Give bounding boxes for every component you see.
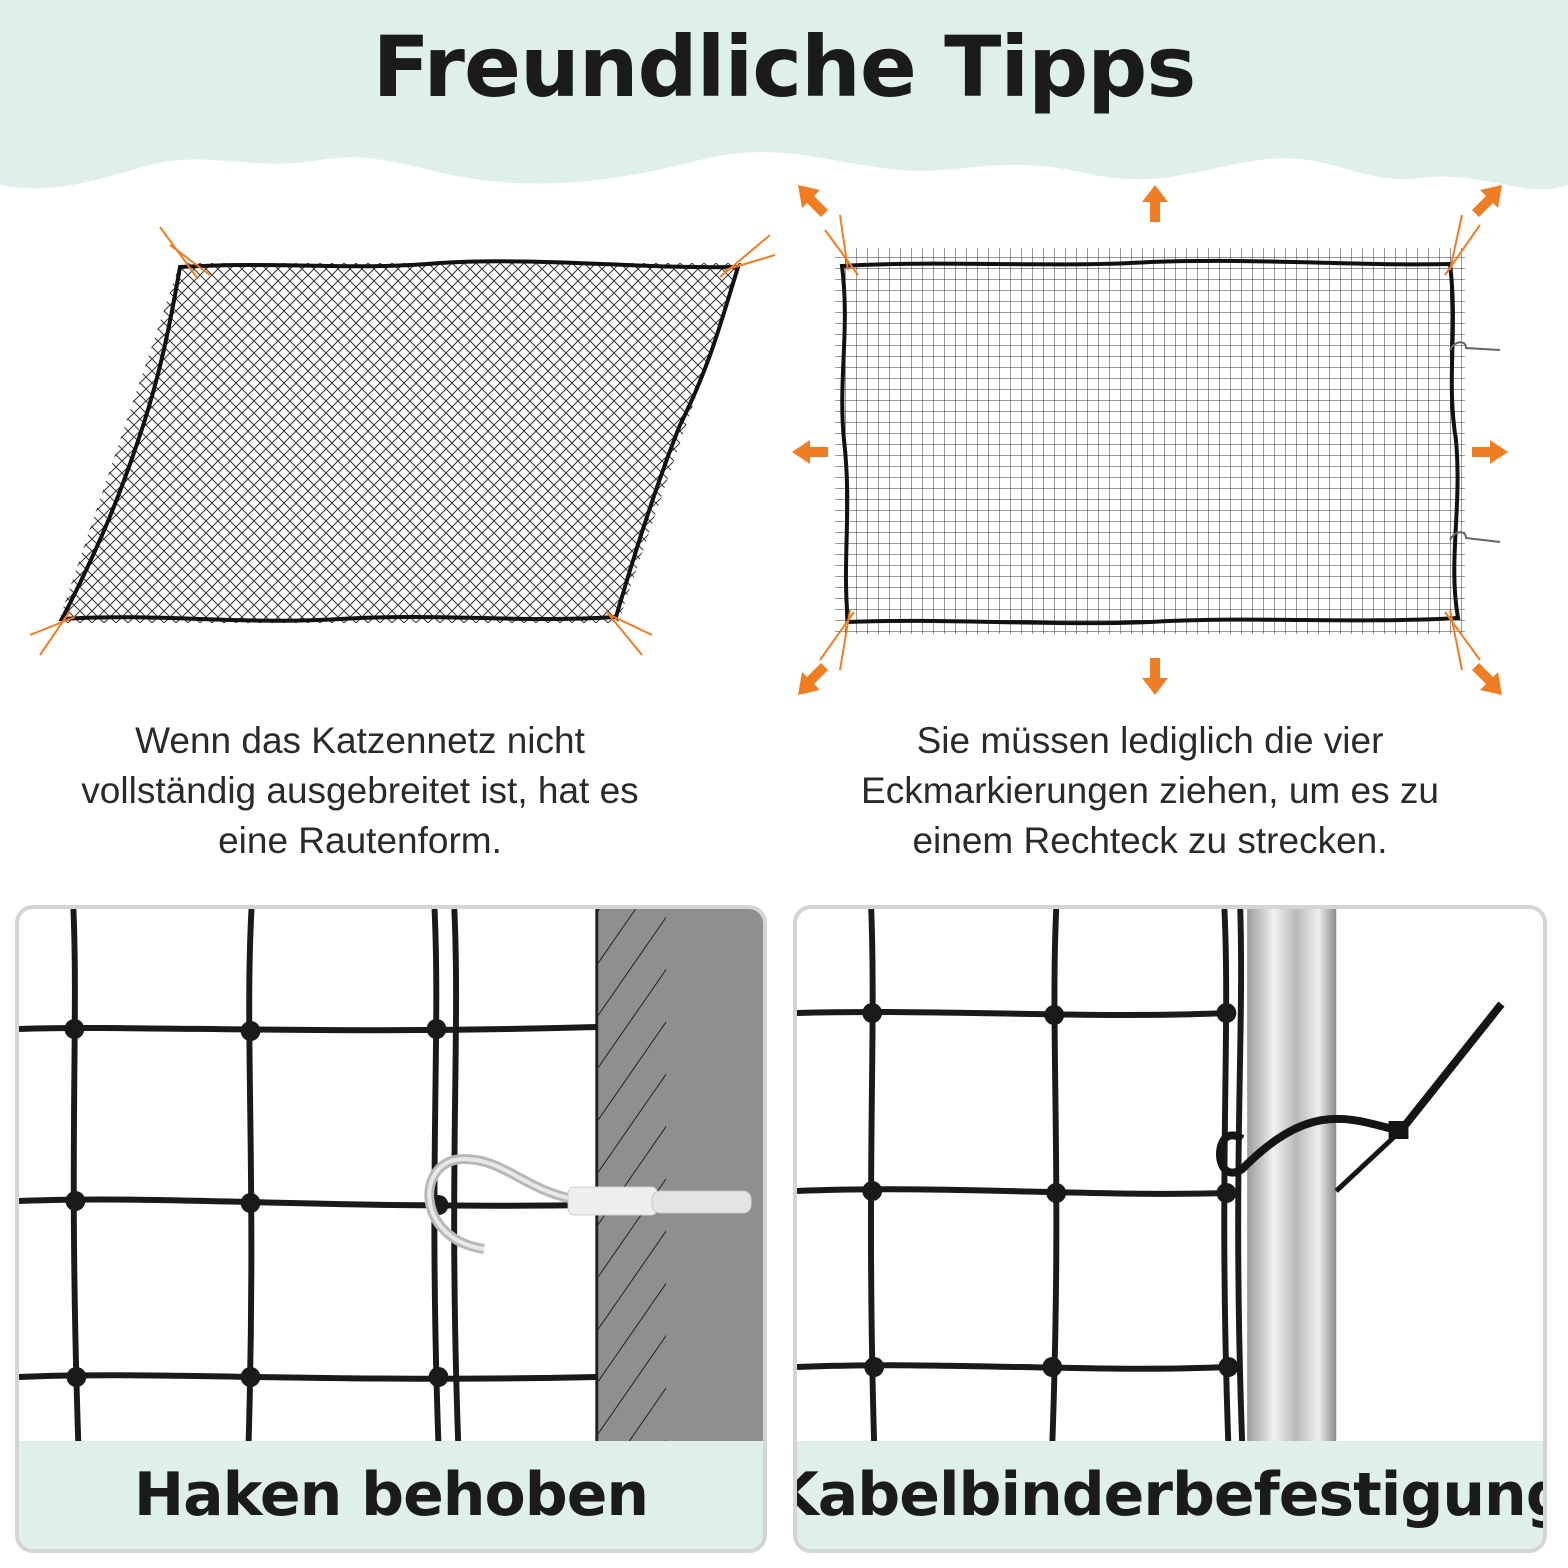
page-title: Freundliche Tipps	[372, 18, 1197, 116]
panel-label: Haken behoben	[133, 1460, 649, 1530]
rectangle-caption: Sie müssen lediglich die vier Eckmarkier…	[820, 716, 1480, 866]
caption-line: Eckmarkierungen ziehen, um es zu	[861, 770, 1439, 811]
corner-marker-icon	[29, 226, 776, 656]
caption-line: Sie müssen lediglich die vier	[916, 720, 1384, 761]
hook-screw-icon	[19, 909, 763, 1445]
caption-line: einem Rechteck zu strecken.	[912, 820, 1388, 861]
caption-line: Wenn das Katzennetz nicht	[135, 720, 585, 761]
panel-label-bar: Kabelbinderbefestigung	[797, 1441, 1543, 1549]
cable-tie-icon	[797, 909, 1505, 1445]
hook-icon	[424, 1153, 752, 1254]
panel-label: Kabelbinderbefestigung	[793, 1460, 1547, 1530]
header-wave-background	[0, 0, 1568, 190]
hook-icon	[1449, 341, 1501, 543]
rhombus-caption: Wenn das Katzennetz nicht vollständig au…	[30, 716, 690, 866]
caption-line: vollständig ausgebreitet ist, hat es	[81, 770, 639, 811]
stretch-arrow-icon	[792, 185, 1508, 695]
rhombus-net-diagram	[29, 226, 776, 656]
cable-tie-panel: Kabelbinderbefestigung	[793, 905, 1547, 1553]
rectangle-net-diagram	[792, 185, 1508, 695]
corner-marker-icon	[819, 214, 1481, 671]
caption-line: eine Rautenform.	[218, 820, 502, 861]
panel-label-bar: Haken behoben	[19, 1441, 763, 1549]
hook-panel: Haken behoben	[15, 905, 767, 1553]
